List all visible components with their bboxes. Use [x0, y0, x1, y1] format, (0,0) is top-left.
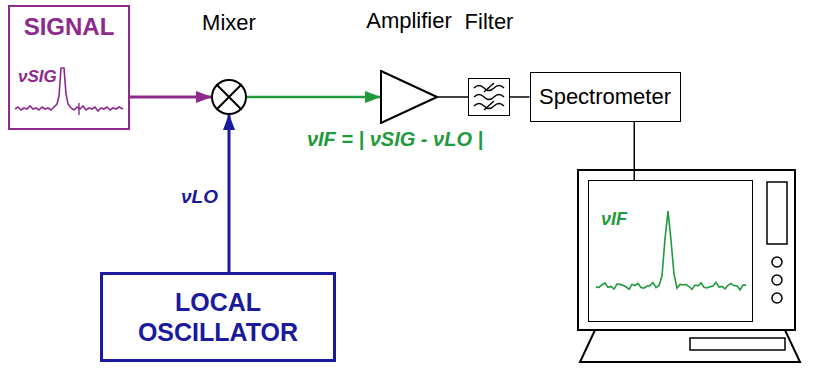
node-text: LOCAL OSCILLATOR	[123, 287, 313, 347]
local-oscillator-box: LOCAL OSCILLATOR	[100, 272, 336, 362]
signal-trace	[15, 68, 123, 111]
filter-box: Filter	[468, 78, 510, 116]
signal-connector	[247, 96, 380, 99]
part-label: Amplifier	[366, 8, 452, 34]
frequency-label: νLO	[179, 186, 220, 208]
axis-tick	[78, 103, 79, 115]
frequency-label: νIF = | νSIG - νLO |	[305, 128, 485, 151]
mixer-cross	[216, 84, 241, 109]
filter-symbol	[474, 83, 504, 110]
mixer-circle: Mixer	[211, 79, 247, 115]
mixer-cross	[216, 84, 241, 109]
node-text: νIF	[601, 209, 627, 230]
node-text: νSIG	[18, 67, 57, 87]
amplifier-outline	[380, 70, 438, 124]
node-text: SIGNAL	[24, 13, 115, 41]
amplifier-triangle: Amplifier	[380, 70, 438, 124]
part-label: Filter	[465, 9, 514, 35]
signal-connector	[634, 122, 636, 180]
spectrometer-box: Spectrometer	[530, 72, 681, 122]
signal-box: SIGNAL νSIG	[8, 5, 130, 130]
signal-connector	[438, 96, 468, 98]
computer-monitor	[578, 170, 800, 362]
node-text: Spectrometer	[539, 84, 671, 110]
amplifier-outline	[381, 71, 437, 123]
signal-connector	[130, 96, 211, 99]
signal-connector	[228, 115, 231, 272]
monitor-screen: νIF	[588, 180, 753, 322]
signal-connector	[510, 96, 530, 98]
part-label: Mixer	[202, 10, 256, 36]
